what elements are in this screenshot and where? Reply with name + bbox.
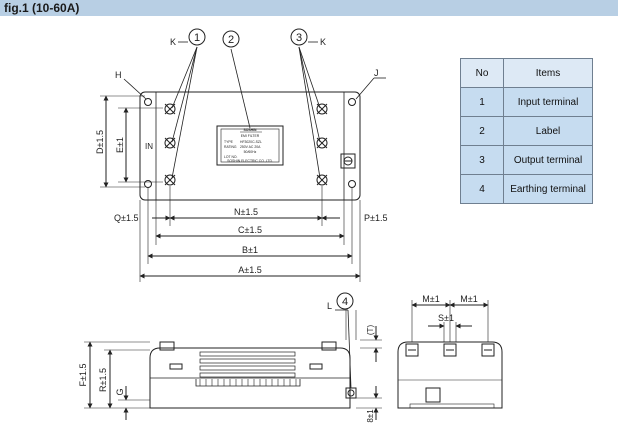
- callout-4-circle: [336, 292, 354, 310]
- earthing-terminal-top: [340, 153, 356, 169]
- table-cell-item: Input terminal: [503, 87, 593, 117]
- callout-4: 4: [342, 296, 348, 308]
- table-cell-no: 4: [460, 174, 504, 204]
- dim-q: Q±1.5: [114, 213, 138, 223]
- callout-1: 1: [194, 32, 200, 44]
- mounting-hole-h: [144, 98, 152, 106]
- label-rating-key: RATING: [224, 145, 237, 149]
- mounting-hole: [144, 180, 152, 188]
- table-row: 2 Label: [460, 116, 593, 146]
- dim-n: N±1.5: [234, 207, 258, 217]
- table-row: 1 Input terminal: [460, 87, 593, 117]
- dim-m-right: M±1: [460, 294, 477, 304]
- table-header-items: Items: [503, 58, 593, 88]
- table-cell-item: Earthing terminal: [503, 174, 593, 204]
- product-label: [216, 125, 284, 166]
- label-rating-val: 250V AC 20A: [240, 145, 261, 149]
- dim-b: B±1: [242, 245, 258, 255]
- label-line1: EMI FILTER: [241, 134, 260, 138]
- table-cell-no: 1: [460, 87, 504, 117]
- label-j: J: [374, 68, 379, 78]
- items-table: No Items 1 Input terminal 2 Label 3 Outp…: [460, 58, 593, 204]
- dim-c: C±1.5: [238, 225, 262, 235]
- dim-f: F±1.5: [78, 364, 88, 387]
- label-in: IN: [145, 142, 153, 151]
- callout-3: 3: [296, 32, 302, 44]
- table-header-no: No: [460, 58, 504, 88]
- dim-m-left: M±1: [422, 294, 439, 304]
- callout-1-circle: [188, 28, 206, 46]
- label-l: L: [327, 301, 332, 311]
- dim-r: R±1.5: [98, 368, 108, 392]
- dim-a: A±1.5: [238, 265, 261, 275]
- label-lot: LOT NO.: [224, 155, 238, 159]
- dim-e: E±1: [115, 137, 125, 153]
- label-maker: SOSHIN ELECTRIC CO.,LTD.: [227, 159, 273, 163]
- mounting-hole-j: [348, 98, 356, 106]
- figure-header: fig.1 (10-60A): [0, 0, 618, 16]
- table-row: 4 Earthing terminal: [460, 174, 593, 204]
- callout-2: 2: [228, 34, 234, 46]
- earthing-stud-side: [425, 387, 441, 403]
- callout-3-circle: [290, 28, 308, 46]
- dim-g: G: [115, 388, 125, 395]
- label-hz: 50/60Hz: [244, 150, 257, 154]
- table-cell-item: Label: [503, 116, 593, 146]
- top-view: [100, 41, 386, 282]
- callout-2-circle: [222, 30, 240, 48]
- output-terminals: [316, 103, 328, 186]
- front-view: [84, 309, 382, 420]
- dim-8: 8±1: [366, 409, 375, 423]
- dim-d: D±1.5: [95, 130, 105, 154]
- input-terminals: [164, 103, 176, 186]
- label-h: H: [115, 70, 122, 80]
- mounting-hole: [348, 180, 356, 188]
- dim-t: (T): [366, 325, 375, 336]
- table-cell-no: 2: [460, 116, 504, 146]
- table-cell-no: 3: [460, 145, 504, 175]
- figure-title: fig.1 (10-60A): [4, 1, 80, 15]
- filter-body-outline: [139, 91, 361, 201]
- side-view: [397, 300, 503, 409]
- dim-p: P±1.5: [364, 213, 387, 223]
- dim-s: S±1: [438, 313, 454, 323]
- label-type-val: HF3020C-SZL: [240, 140, 262, 144]
- label-k-left: K: [170, 37, 176, 47]
- label-brand: SOSHIN: [244, 128, 258, 132]
- label-type-key: TYPE: [224, 140, 234, 144]
- table-cell-item: Output terminal: [503, 145, 593, 175]
- table-row: 3 Output terminal: [460, 145, 593, 175]
- label-k-right: K: [320, 37, 326, 47]
